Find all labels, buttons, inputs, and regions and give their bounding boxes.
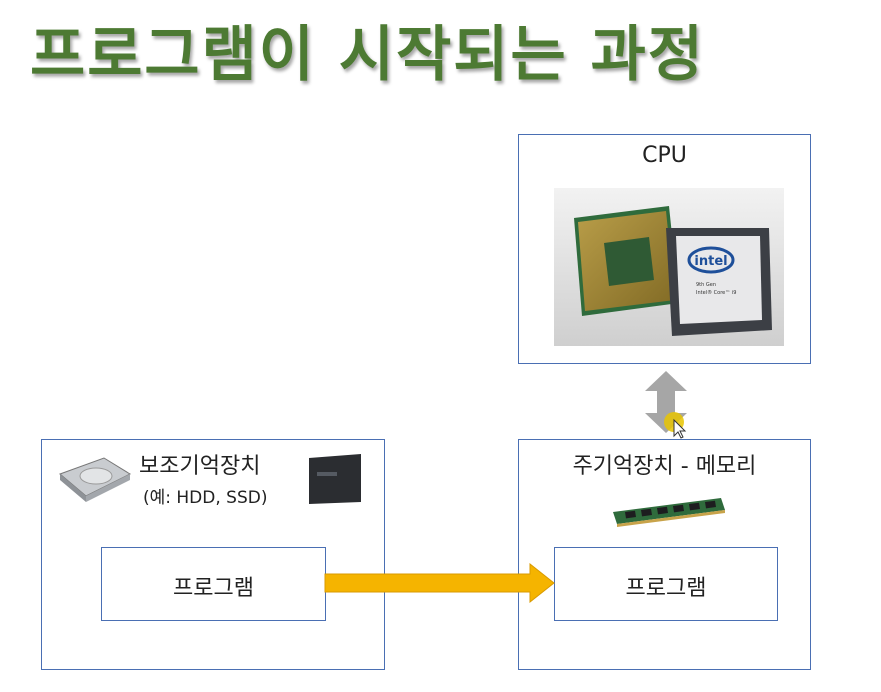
chip-brand-text: intel bbox=[694, 254, 727, 269]
cpu-box: CPU intel 9th Gen Intel® Core™ i9 bbox=[518, 134, 811, 364]
cursor-icon bbox=[664, 412, 687, 439]
load-arrow-icon bbox=[324, 563, 555, 603]
cpu-label: CPU bbox=[642, 143, 687, 168]
ram-stick-icon bbox=[613, 498, 725, 527]
secondary-storage-label: 보조기억장치 bbox=[139, 454, 261, 479]
secondary-storage-box: 보조기억장치 (예: HDD, SSD) 프로그램 bbox=[41, 439, 385, 670]
main-memory-label: 주기억장치 - 메모리 bbox=[572, 454, 757, 479]
hdd-icon bbox=[59, 457, 132, 502]
program-label-storage: 프로그램 bbox=[173, 576, 254, 601]
page-title: 프로그램이 시작되는 과정 bbox=[30, 20, 705, 90]
program-box-memory: 프로그램 bbox=[554, 547, 778, 621]
chip-line2-text: Intel® Core™ i9 bbox=[696, 289, 736, 296]
program-label-memory: 프로그램 bbox=[625, 576, 707, 601]
program-box-storage: 프로그램 bbox=[101, 547, 326, 621]
main-memory-box: 주기억장치 - 메모리 프로그램 bbox=[518, 439, 811, 670]
ssd-icon bbox=[309, 454, 361, 504]
chip-line1-text: 9th Gen bbox=[696, 282, 716, 288]
storage-example-text: (예: HDD, SSD) bbox=[143, 488, 268, 508]
cpu-image: intel 9th Gen Intel® Core™ i9 bbox=[554, 188, 784, 346]
